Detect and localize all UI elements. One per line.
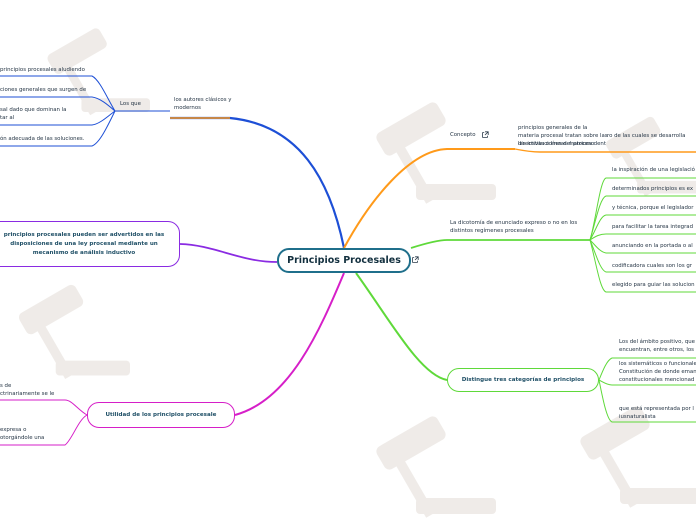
connector-purple	[180, 244, 277, 262]
topic-distingue-label: Distingue tres categorías de principios	[462, 377, 585, 383]
leaf-dicotomia-6[interactable]: codificadora cuales son los gr	[612, 262, 692, 270]
purple-line-1: principios procesales pueden ser adverti…	[4, 231, 165, 240]
leaf-distingue-1[interactable]: Los del ámbito positivo, que encuentran,…	[619, 338, 695, 354]
leaf-solucion-adecuada[interactable]: ón adecuada de las soluciones.	[0, 135, 84, 143]
topic-dicotomia[interactable]: La dicotomía de enunciado expreso o no e…	[450, 219, 586, 235]
leaf-dicotomia-1[interactable]: la inspiración de una legislació	[612, 166, 695, 174]
leaf-dicotomia-7[interactable]: elegido para guiar las solucion	[612, 281, 695, 289]
connector-green-distingue	[356, 273, 447, 380]
leaf-distingue-1-line-1: Los del ámbito positivo, que	[619, 338, 695, 346]
topic-utilidad-label: Utilidad de los principios procesale	[106, 412, 217, 418]
central-topic[interactable]: Principios Procesales	[277, 248, 411, 273]
leaf-magenta-2[interactable]: ctrinariamente se le	[0, 390, 54, 398]
topic-utilidad[interactable]: Utilidad de los principios procesale	[87, 402, 235, 428]
purple-line-3: mecanismo de análisis inductivo	[4, 249, 165, 258]
external-link-icon[interactable]	[411, 256, 419, 264]
leaf-magenta-1[interactable]: s de	[0, 382, 11, 390]
leaf-principios-procesales[interactable]: principios procesales aludiendo	[0, 66, 85, 74]
topic-distingue[interactable]: Distingue tres categorías de principios	[447, 368, 599, 392]
leaf-distingue-1-line-2: encuentran, entre otros, los	[619, 346, 695, 354]
topic-los-que[interactable]: Los que	[120, 100, 141, 108]
leaf-magenta-3[interactable]: expresa o	[0, 426, 26, 434]
topic-principios-advertidos[interactable]: principios procesales pueden ser adverti…	[0, 221, 180, 267]
leaf-dicotomia-5[interactable]: anunciando en la portada o al	[612, 242, 693, 250]
leaf-dicotomia-4[interactable]: para facilitar la tarea integrad	[612, 223, 693, 231]
leaf-sal-dado[interactable]: sal dado que dominan la	[0, 106, 66, 114]
leaf-magenta-4[interactable]: otorgándole una	[0, 434, 44, 442]
connector-blue-main	[170, 118, 344, 248]
leaf-distingue-2-line-1: los sistemáticos o funcionale	[619, 360, 696, 368]
leaf-distingue-3[interactable]: que está representada por l iusnaturalis…	[619, 405, 694, 421]
purple-line-2: disposiciones de una ley procesal median…	[4, 240, 165, 249]
leaf-ciones-generales[interactable]: ciones generales que surgen de	[0, 86, 86, 94]
topic-concepto[interactable]: Concepto	[450, 131, 476, 139]
leaf-concepto-c[interactable]: las instituciones del proceso	[518, 140, 594, 148]
leaf-distingue-2[interactable]: los sistemáticos o funcionale Constituci…	[619, 360, 696, 384]
leaf-distingue-3-line-2: iusnaturalista	[619, 413, 694, 421]
external-link-icon[interactable]	[481, 131, 489, 139]
leaf-dicotomia-3[interactable]: y técnica, porque el legislador	[612, 204, 693, 212]
leaf-dicotomia-2[interactable]: determinados principios es ex	[612, 185, 693, 193]
leaf-distingue-3-line-1: que está representada por l	[619, 405, 694, 413]
connector-green-dicotomia	[411, 240, 590, 248]
connector-magenta	[235, 273, 344, 415]
leaf-distingue-2-line-3: constitucionales mencionad	[619, 376, 696, 384]
topic-autores-clasicos[interactable]: los autores clásicos y modernos	[174, 96, 242, 112]
leaf-tar-al[interactable]: tar al	[0, 114, 14, 122]
leaf-concepto-b[interactable]: ro de las cuales se desarrolla	[607, 132, 685, 140]
leaf-distingue-2-line-2: Constitución de donde emana	[619, 368, 696, 376]
central-topic-label: Principios Procesales	[287, 255, 401, 266]
